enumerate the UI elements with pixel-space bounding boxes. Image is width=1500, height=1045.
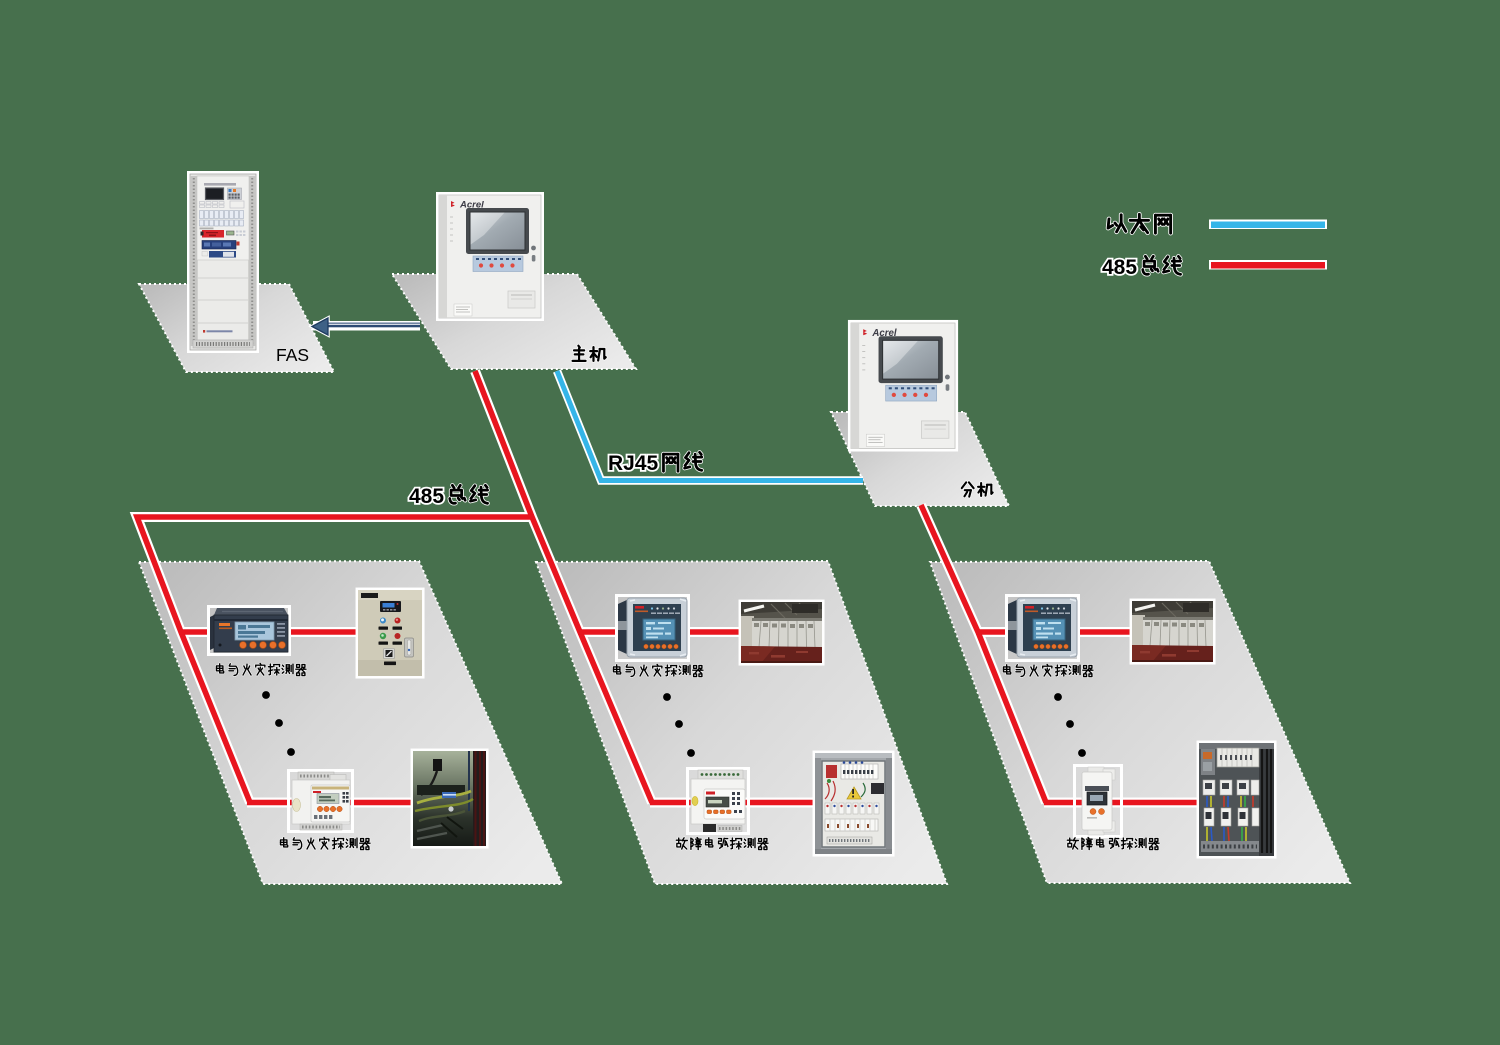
svg-text:FAS: FAS: [276, 345, 309, 365]
svg-text:RJ45: RJ45: [608, 452, 659, 475]
svg-text:Acrel: Acrel: [459, 200, 484, 211]
svg-text:485: 485: [1102, 256, 1137, 279]
svg-text:Acrel: Acrel: [871, 328, 897, 339]
svg-text:485: 485: [409, 485, 444, 508]
